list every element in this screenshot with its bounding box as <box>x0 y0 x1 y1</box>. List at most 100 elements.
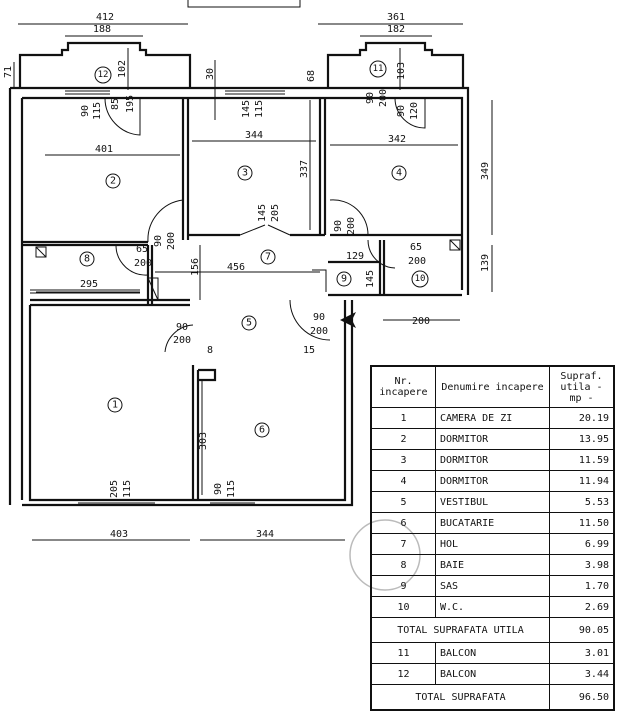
dim: 68 <box>306 70 317 82</box>
dim: 349 <box>480 162 491 180</box>
total-util-label: TOTAL SUPRAFATA UTILA <box>370 617 550 643</box>
dim: 205 <box>270 204 281 222</box>
room-area: 5.53 <box>549 491 615 513</box>
room-name: BALCON <box>435 642 550 664</box>
room-number: 5 <box>370 491 436 513</box>
dim: 188 <box>93 24 111 35</box>
room-number: 9 <box>370 575 436 597</box>
total-label: TOTAL SUPRAFATA <box>370 684 550 711</box>
dim: 403 <box>110 529 128 540</box>
room-number: 10 <box>370 596 436 618</box>
dim: 303 <box>198 432 209 450</box>
room-area: 1.70 <box>549 575 615 597</box>
room-number: 3 <box>370 449 436 471</box>
dim: 90 <box>213 483 224 495</box>
dim: 200 <box>378 89 389 107</box>
svg-text:5: 5 <box>246 318 252 329</box>
dim: 115 <box>226 480 237 498</box>
dim: 200 <box>310 326 328 337</box>
room-label-1: 1 <box>107 397 123 413</box>
dim: 342 <box>388 134 406 145</box>
dim: 115 <box>254 100 265 118</box>
dim: 344 <box>256 529 274 540</box>
svg-text:10: 10 <box>415 274 426 284</box>
room-name: DORMITOR <box>435 470 550 492</box>
room-name: SAS <box>435 575 550 597</box>
svg-text:12: 12 <box>98 70 109 80</box>
entrance-arrow-icon <box>340 312 356 328</box>
room-label-6: 6 <box>254 422 270 438</box>
room-area: 11.59 <box>549 449 615 471</box>
room-name: BALCON <box>435 663 550 685</box>
header-nr: Nr. incapere <box>370 365 436 408</box>
room-labels: 1 2 3 4 5 6 7 8 9 10 11 12 <box>79 60 429 438</box>
dim: 102 <box>117 60 128 78</box>
dim: 71 <box>3 66 14 78</box>
dim: 401 <box>95 144 113 155</box>
room-name: VESTIBUL <box>435 491 550 513</box>
room-area: 3.44 <box>549 663 615 685</box>
dim: 90 <box>313 312 325 323</box>
dim: 15 <box>303 345 315 356</box>
dim: 145 <box>257 204 268 222</box>
dim: 200 <box>346 217 357 235</box>
dim: 200 <box>412 316 430 327</box>
dim: 156 <box>190 258 201 276</box>
dim: 295 <box>80 279 98 290</box>
room-area: 11.94 <box>549 470 615 492</box>
room-label-9: 9 <box>336 271 352 287</box>
dim: 200 <box>134 258 152 269</box>
room-name: CAMERA DE ZI <box>435 407 550 429</box>
room-name: BUCATARIE <box>435 512 550 534</box>
room-area: 3.98 <box>549 554 615 576</box>
walls <box>8 23 493 541</box>
room-number: 12 <box>370 663 436 685</box>
room-area: 20.19 <box>549 407 615 429</box>
room-label-4: 4 <box>391 165 407 181</box>
svg-text:9: 9 <box>341 274 347 285</box>
dim: 115 <box>122 480 133 498</box>
room-label-12: 12 <box>94 66 112 84</box>
svg-text:8: 8 <box>84 254 90 265</box>
dim: 182 <box>387 24 405 35</box>
dim: 90 <box>396 105 407 117</box>
dim: 456 <box>227 262 245 273</box>
dim: 337 <box>299 160 310 178</box>
dim: 90 <box>80 105 91 117</box>
dim: 205 <box>109 480 120 498</box>
room-label-3: 3 <box>237 165 253 181</box>
room-name: BAIE <box>435 554 550 576</box>
header-area: Supraf. utila - mp - <box>549 365 615 408</box>
svg-text:3: 3 <box>242 168 248 179</box>
dim: 361 <box>387 12 405 23</box>
dim: 30 <box>205 68 216 80</box>
room-label-8: 8 <box>79 251 95 267</box>
svg-text:4: 4 <box>396 168 402 179</box>
area-table: Nr. incapere Denumire incapere Supraf. u… <box>370 365 615 711</box>
dim: 103 <box>396 62 407 80</box>
room-name: W.C. <box>435 596 550 618</box>
room-label-10: 10 <box>411 270 429 288</box>
dim: 145 <box>241 100 252 118</box>
room-number: 6 <box>370 512 436 534</box>
dim: 90 <box>365 92 376 104</box>
dim: 195 <box>125 95 136 113</box>
dim: 90 <box>153 235 164 247</box>
dim: 115 <box>92 102 103 120</box>
room-area: 13.95 <box>549 428 615 450</box>
room-area: 6.99 <box>549 533 615 555</box>
room-number: 4 <box>370 470 436 492</box>
room-area: 11.50 <box>549 512 615 534</box>
dim: 90 <box>333 220 344 232</box>
svg-text:1: 1 <box>112 400 118 411</box>
